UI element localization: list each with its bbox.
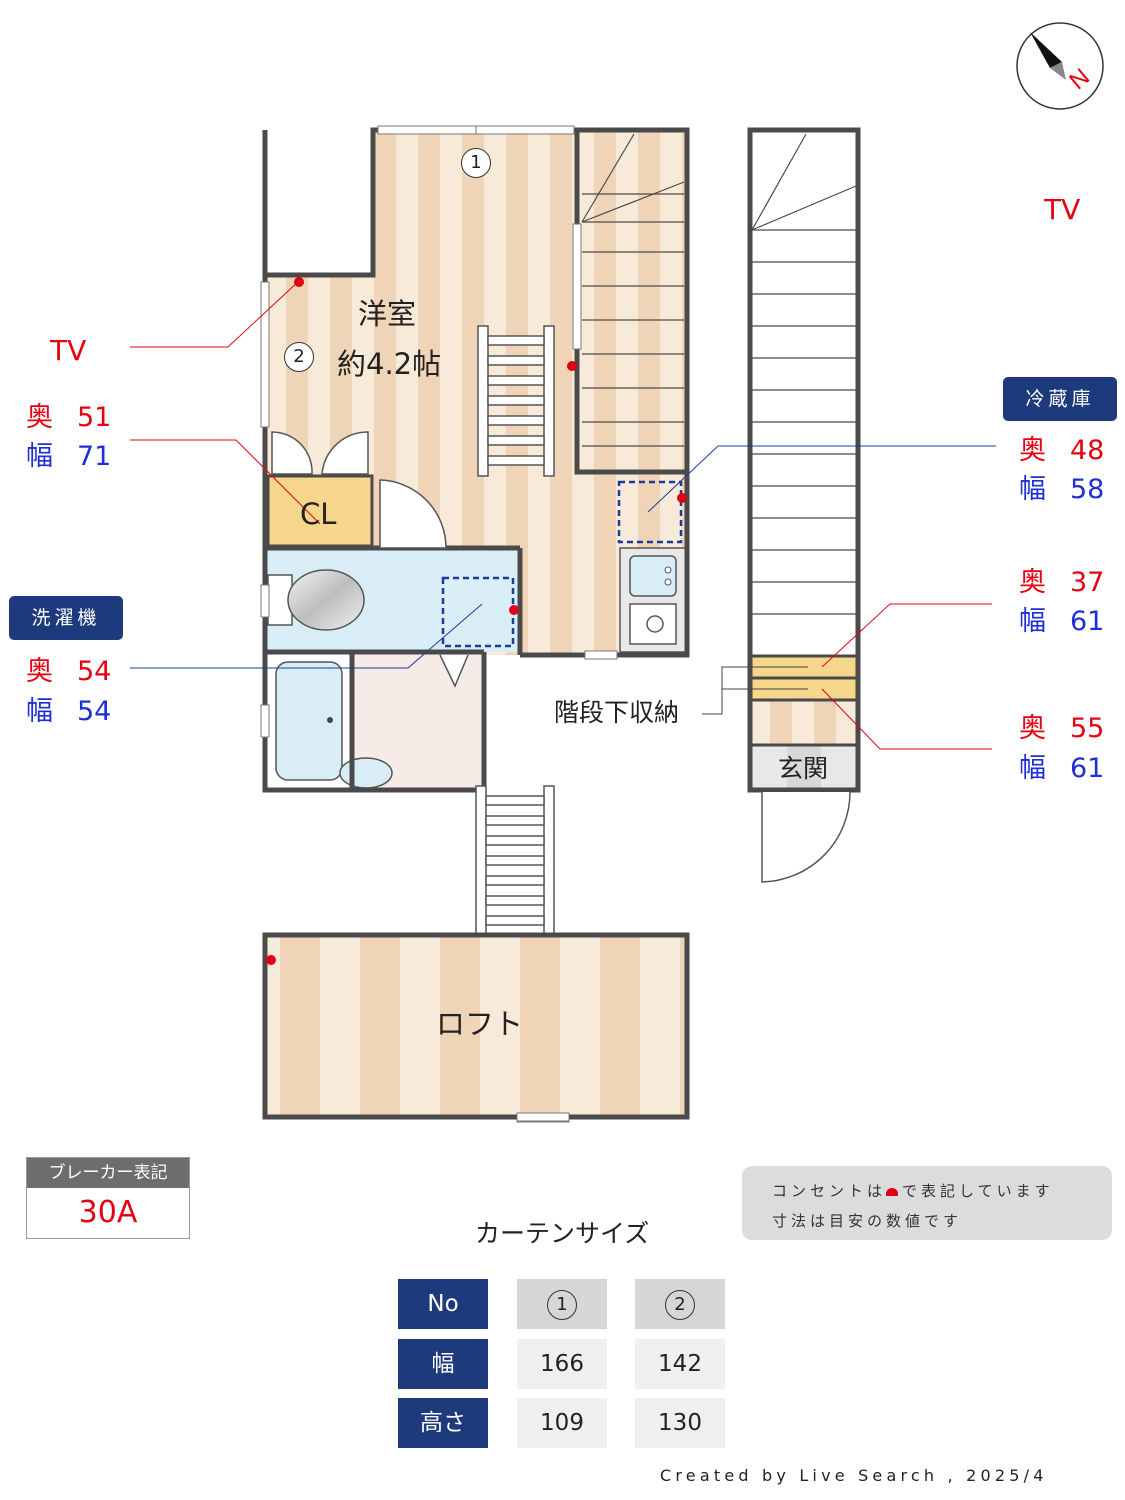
entrance-door [761,791,851,883]
note-line-2: 寸法は目安の数値です [772,1212,963,1230]
closet-label: CL [300,497,337,531]
tv-label-left: TV [50,334,87,367]
outlet-icon [886,1188,899,1196]
stairs-main [581,133,685,447]
ladder-main [477,325,555,477]
curtain-marker-2: 2 [284,342,314,372]
leader-lines [130,279,996,750]
room-name-main: 洋室 [358,297,417,331]
curtain-1-width: 166 [517,1339,607,1389]
tv-label-right: TV [1044,193,1081,226]
stair-storage-label: 階段下収納 [554,698,680,727]
col-no-1: 1 [517,1279,607,1329]
fridge-space [617,480,683,544]
loft-label: ロフト [436,1007,524,1041]
curtain-marker-1: 1 [461,148,491,178]
row-header-no: No [398,1279,488,1329]
loft [262,785,690,1122]
legend-note: コンセントはで表記しています 寸法は目安の数値です [742,1166,1112,1240]
curtain-2-height: 130 [635,1398,725,1448]
compass: N [1016,22,1104,110]
outlets [266,277,687,965]
bathtub [275,661,343,781]
curtain-table-title: カーテンサイズ [475,1219,650,1248]
breaker-value: 30A [78,1195,138,1230]
row-header-width: 幅 [398,1339,488,1389]
stair-column [747,127,861,883]
main-room [260,125,690,1123]
fridge-tag: 冷蔵庫 [1003,377,1117,421]
breaker-box: ブレーカー表記 30A [26,1157,190,1239]
washer-tag: 洗濯機 [9,596,123,640]
curtain-1-height: 109 [517,1398,607,1448]
row-header-height: 高さ [398,1398,488,1448]
breaker-title: ブレーカー表記 [27,1158,189,1188]
curtain-2-width: 142 [635,1339,725,1389]
room-size-main: 約4.2帖 [337,347,442,381]
window-2 [260,281,270,428]
credit-line: Created by Live Search , 2025/4 [660,1466,1048,1485]
note-line-1: コンセントはで表記しています [772,1182,1054,1200]
closet [266,474,374,548]
washbasin [339,757,393,789]
col-no-2: 2 [635,1279,725,1329]
entrance-label: 玄関 [778,754,829,783]
